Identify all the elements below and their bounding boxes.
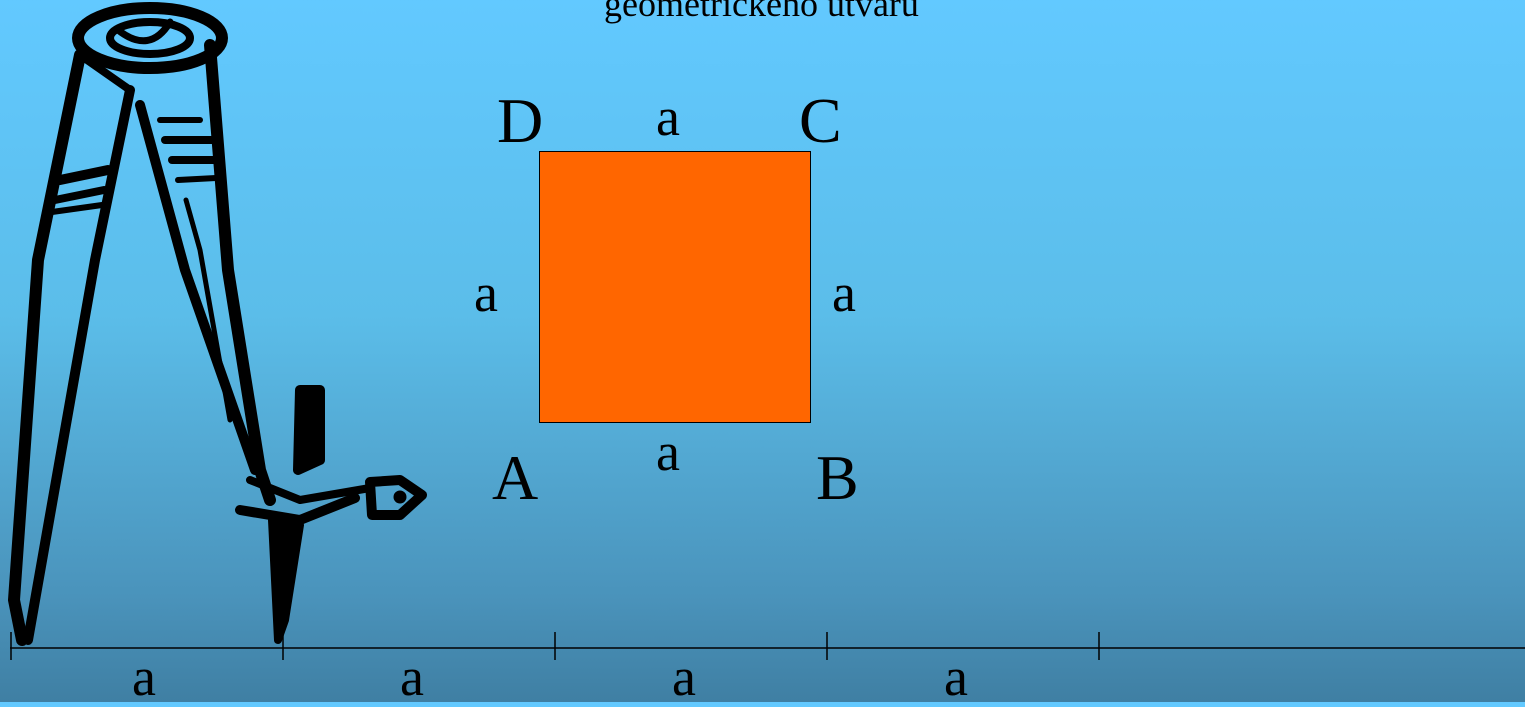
vertex-label-d: D (497, 85, 544, 156)
ruler-label-2: a (400, 647, 424, 707)
drawing-compass-icon (8, 2, 427, 646)
side-label-bottom: a (656, 422, 680, 482)
vertex-label-a: A (492, 442, 539, 513)
vertex-label-b: B (816, 442, 859, 513)
page-title: geometrického útvaru (604, 0, 919, 24)
side-label-top: a (656, 87, 680, 147)
ruler-label-3: a (672, 647, 696, 707)
side-label-left: a (474, 263, 498, 323)
side-label-right: a (832, 263, 856, 323)
vertex-label-c: C (799, 85, 842, 156)
ruler-label-4: a (944, 647, 968, 707)
orange-square (539, 151, 811, 423)
measurement-line (10, 632, 1525, 660)
ruler-label-1: a (132, 647, 156, 707)
